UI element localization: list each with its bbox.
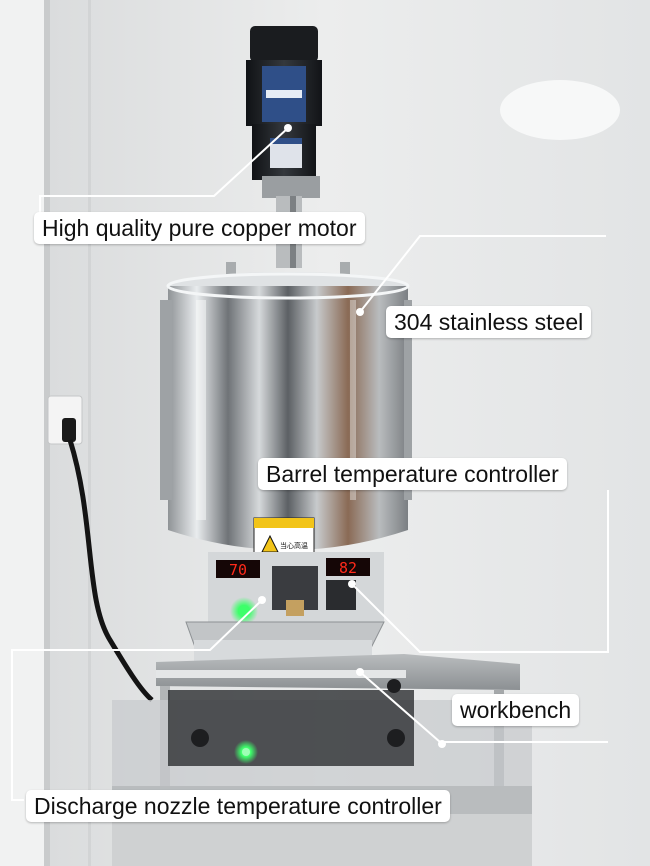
stainless-steel-callout: 304 stainless steel: [386, 306, 592, 338]
right-temperature-readout: 82: [339, 559, 357, 577]
left-temperature-readout: 70: [229, 561, 247, 579]
barrel-temperature-controller-callout: Barrel temperature controller: [258, 458, 567, 490]
discharge-nozzle-temperature-controller-callout: Discharge nozzle temperature controller: [26, 790, 450, 822]
warning-label-text: 当心高温: [280, 541, 308, 550]
motor-callout: High quality pure copper motor: [34, 212, 365, 244]
workbench-callout: workbench: [452, 694, 580, 726]
